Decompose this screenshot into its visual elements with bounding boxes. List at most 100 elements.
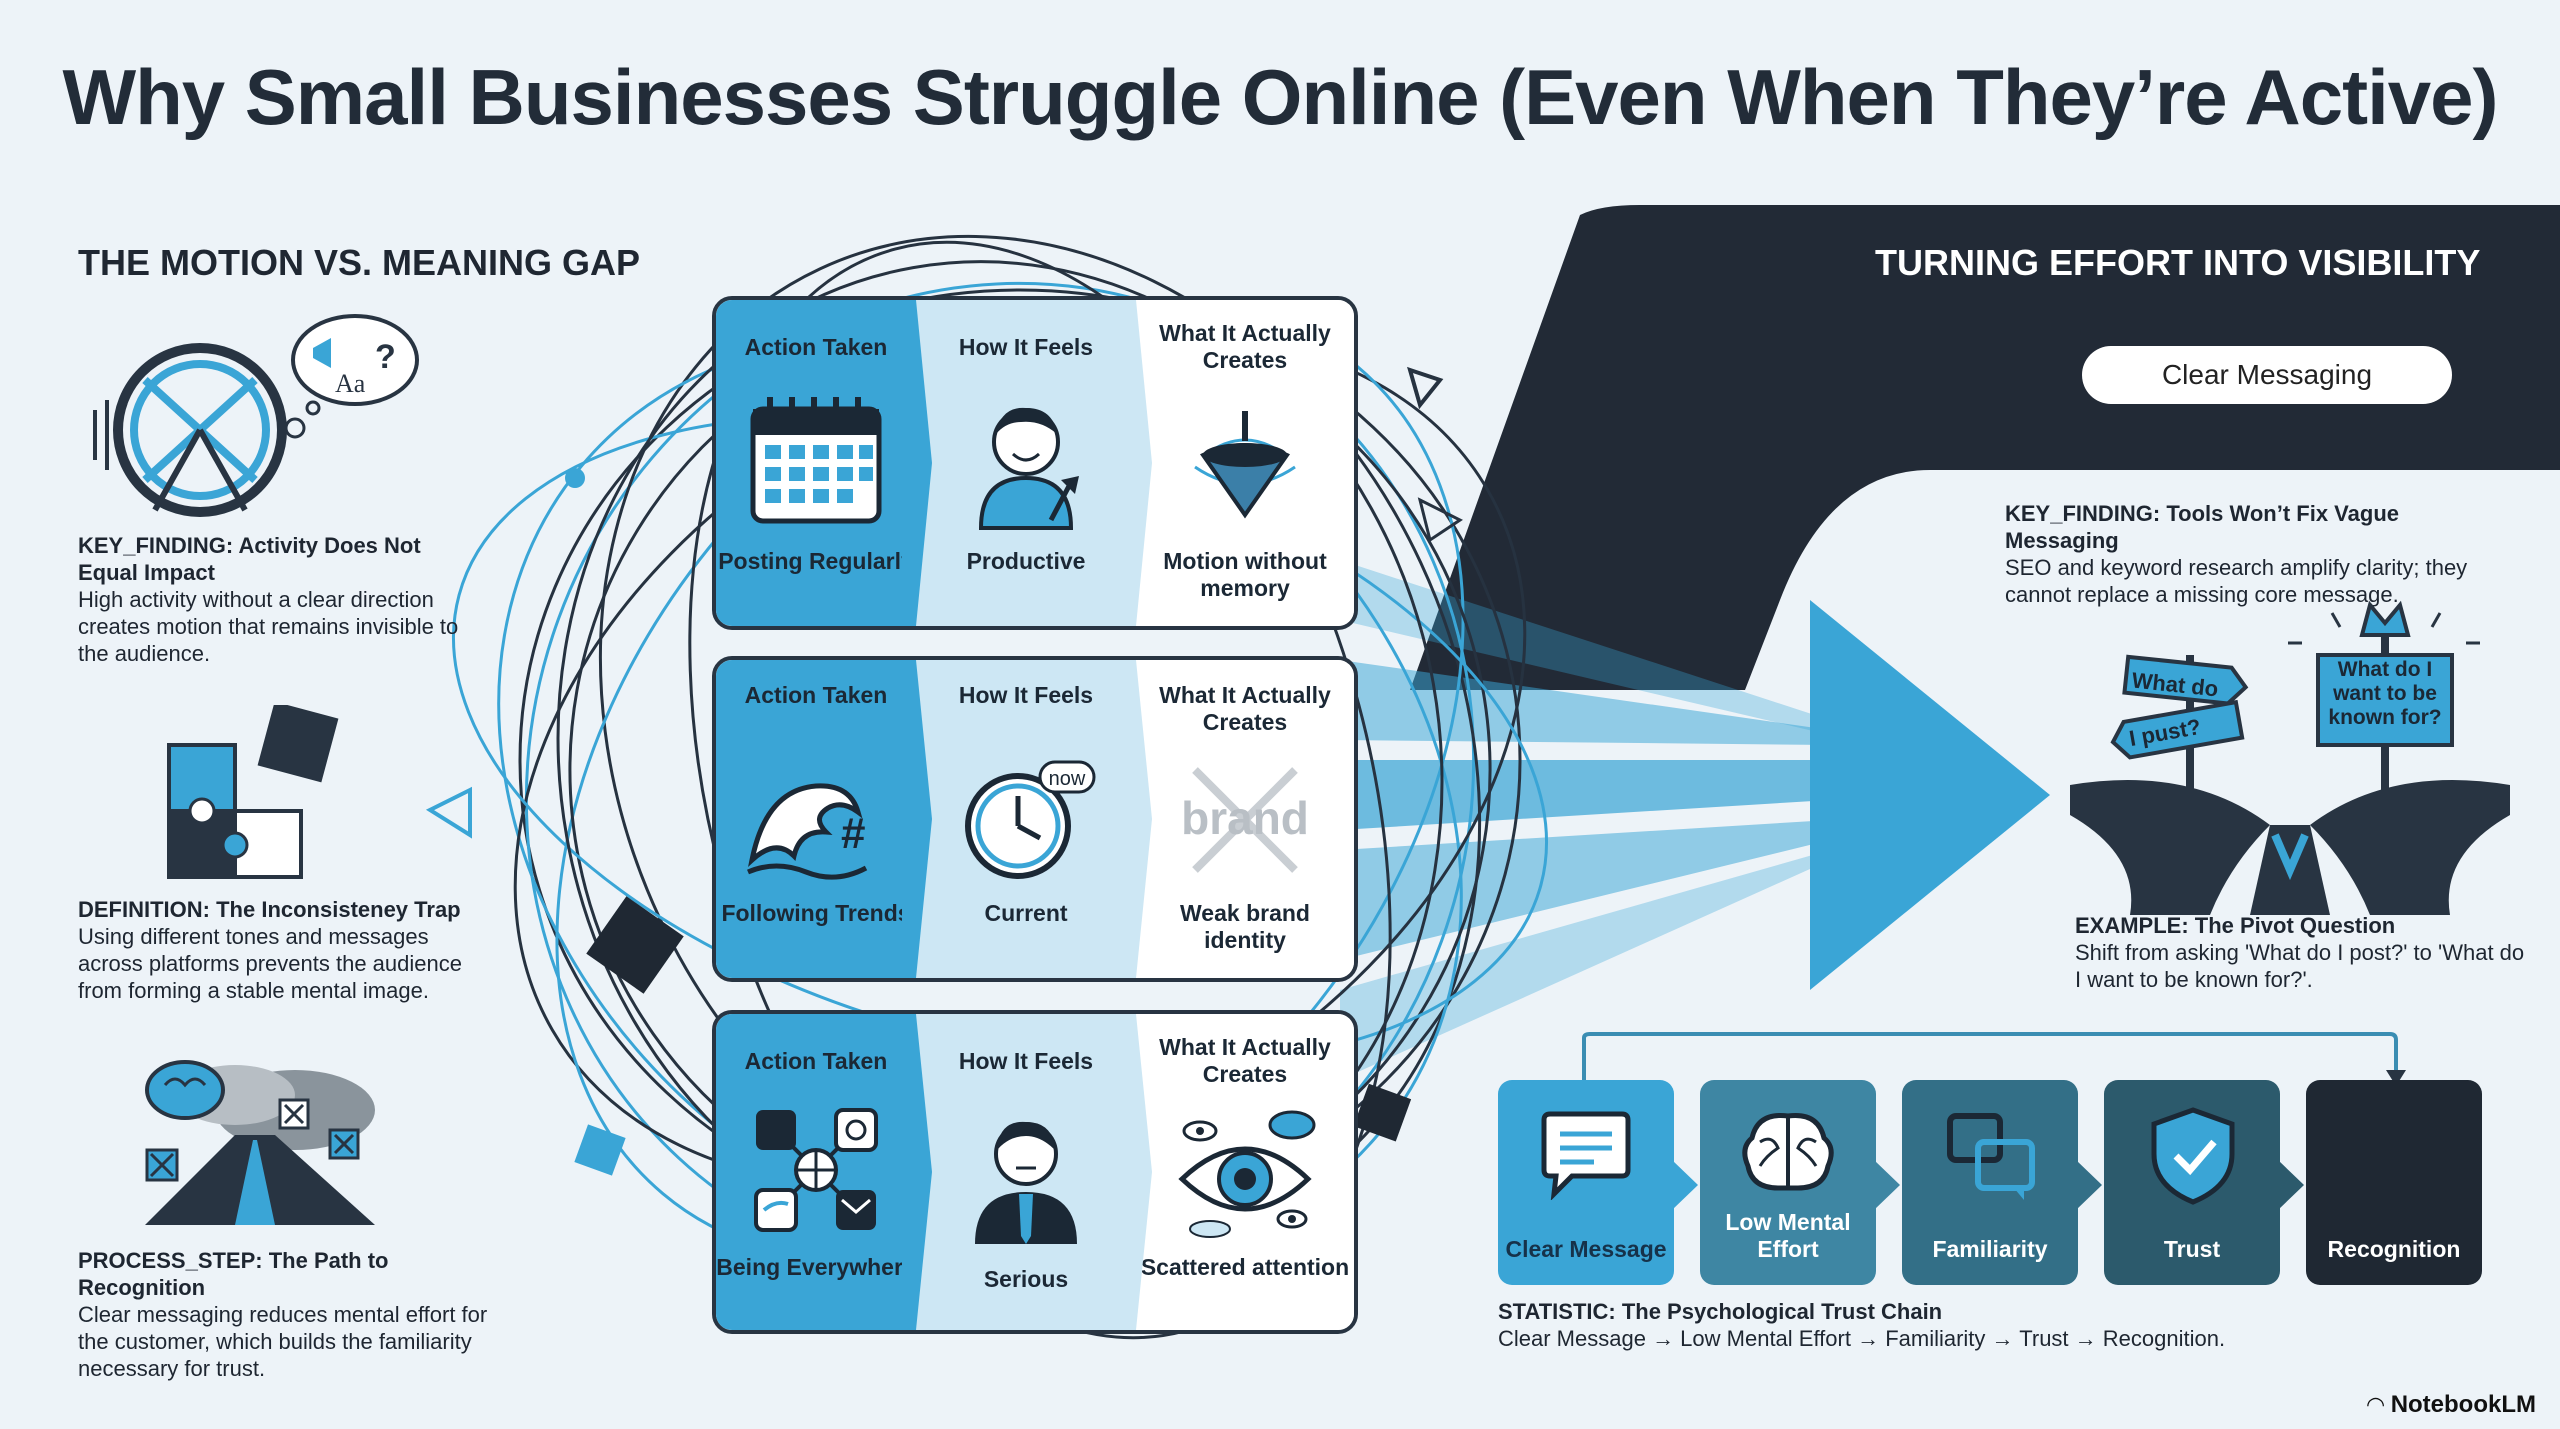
action-col: Action Taken Being Everywhere [716,1014,916,1330]
shield-check-icon [2151,1107,2235,1205]
wave-icon: # [747,783,868,880]
chevron-right-icon [2076,1160,2102,1210]
table-row: Action Taken # Following Trends How It F… [712,656,1358,982]
right-finding-text: SEO and keyword research amplify clarity… [2005,555,2468,607]
action-col: Action Taken Posting Regularly [716,300,916,626]
chevron-right-icon [902,300,932,626]
feel-col: How It Feels Serious [916,1014,1136,1330]
chain-step-recognition: Recognition [2306,1080,2482,1285]
row-3-header-action: Action Taken [744,1048,888,1074]
row-2-action: Following Trends [721,900,911,926]
row-2-feel: Current [984,900,1068,926]
signpost-icon [2070,600,2510,915]
creates-col: What It Actually Creates Motion without … [1136,300,1354,626]
creates-col: What It Actually Creates Scattered atten… [1136,1014,1354,1330]
chain-label-5: Recognition [2327,1236,2461,1262]
page-title: Why Small Businesses Struggle Online (Ev… [62,53,2498,141]
left-block-1-text: High activity without a clear direction … [78,587,459,666]
big-arrow-head [1810,600,2050,990]
chain-label-3: Familiarity [1932,1236,2048,1262]
chain-connector [1582,1032,2406,1088]
row-3-header-feel: How It Feels [958,1048,1094,1074]
row-1-action: Posting Regularly [718,548,914,574]
sign-right: What do I want to be known for? [2328,658,2442,729]
brain-path-icon [145,1060,375,1225]
dark-band-shape [1410,205,2560,690]
hamster-wheel-icon: Aa ? [93,314,419,517]
left-block-3-title: PROCESS_STEP: The Path to Recognition [78,1248,389,1300]
row-1-header-action: Action Taken [744,334,888,360]
left-block-1-title: KEY_FINDING: Activity Does Not Equal Imp… [78,533,421,585]
chevron-right-icon [902,660,932,978]
left-block-3-text: Clear messaging reduces mental effort fo… [78,1302,488,1381]
statistic-text: Clear Message → Low Mental Effort → Fami… [1498,1326,2226,1351]
chain-step-familiarity: Familiarity [1902,1080,2078,1285]
row-1-creates: Motion without memory [1163,548,1327,601]
chain-label-2: Low Mental Effort [1725,1209,1851,1262]
brand-logo: ◠ NotebookLM [2367,1391,2536,1419]
row-1-header-feel: How It Feels [958,334,1094,360]
row-1-feel: Productive [966,548,1086,574]
svg-text:now: now [1049,768,1086,790]
right-finding: KEY_FINDING: Tools Won’t Fix Vague Messa… [2005,500,2505,608]
left-section-heading: THE MOTION VS. MEANING GAP [78,242,641,283]
table-row: Action Taken Posting Regularly How It Fe… [712,296,1358,630]
left-block-1: KEY_FINDING: Activity Does Not Equal Imp… [78,532,478,667]
overlap-chat-icon [1947,1113,2035,1200]
svg-text:#: # [841,809,865,858]
row-3-action: Being Everywhere [716,1254,916,1280]
row-3-creates: Scattered attention [1140,1254,1350,1280]
chain-step-clear-message: Clear Message [1498,1080,1674,1285]
svg-text:Aa: Aa [335,369,366,398]
svg-text:?: ? [375,338,396,376]
row-2-header-feel: How It Feels [958,682,1094,708]
social-network-icon [754,1108,878,1232]
left-block-3: PROCESS_STEP: The Path to Recognition Cl… [78,1247,508,1382]
action-col: Action Taken # Following Trends [716,660,916,978]
right-finding-title: KEY_FINDING: Tools Won’t Fix Vague Messa… [2005,501,2399,553]
row-2-creates: Weak brand identity [1180,900,1310,953]
statistic-block: STATISTIC: The Psychological Trust Chain… [1498,1298,2398,1352]
crossed-brand-icon: brand [1181,767,1309,873]
chevron-right-icon [902,1014,932,1330]
row-3-feel: Serious [983,1266,1069,1292]
chevron-right-icon [2278,1160,2304,1210]
left-block-2-text: Using different tones and messages acros… [78,924,462,1003]
example-text: Shift from asking 'What do I post?' to '… [2075,940,2525,992]
table-row: Action Taken Being Everywhere How It F [712,1010,1358,1334]
chain-label-1: Clear Message [1505,1236,1667,1262]
creates-col: What It Actually Creates brand Weak bran… [1136,660,1354,978]
left-block-2: DEFINITION: The Inconsisteney Trap Using… [78,896,498,1004]
happy-person-icon [978,407,1079,530]
calendar-icon [750,397,882,524]
chain-step-trust: Trust [2104,1080,2280,1285]
chevron-right-icon [1672,1160,1698,1210]
chevron-right-icon [1122,660,1152,978]
brain-icon [1742,1112,1834,1191]
chat-bubble-icon [1541,1111,1631,1200]
row-3-header-creates: What It Actually Creates [1159,1034,1331,1087]
chevron-right-icon [1122,1014,1152,1330]
clock-icon: now [965,760,1096,879]
chain-step-low-mental-effort: Low Mental Effort [1700,1080,1876,1285]
chevron-right-icon [1122,300,1152,626]
brand-label: NotebookLM [2390,1391,2536,1418]
row-1-header-creates: What It Actually Creates [1159,320,1331,373]
right-section-heading: TURNING EFFORT INTO VISIBILITY [1875,242,2481,283]
chain-label-4: Trust [2163,1236,2221,1262]
feel-col: How It Feels now Current [916,660,1136,978]
puzzle-icon [167,705,339,879]
eye-icon [1178,1110,1316,1238]
example-block: EXAMPLE: The Pivot Question Shift from a… [2075,912,2535,993]
row-2-header-action: Action Taken [744,682,888,708]
svg-text:brand: brand [1181,792,1309,844]
businessman-icon [975,1121,1077,1244]
row-2-header-creates: What It Actually Creates [1159,682,1331,735]
chevron-right-icon [1874,1160,1900,1210]
statistic-title: STATISTIC: The Psychological Trust Chain [1498,1299,1943,1324]
left-block-2-title: DEFINITION: The Inconsisteney Trap [78,897,461,922]
clear-messaging-pill: Clear Messaging [2082,346,2452,404]
feel-col: How It Feels Productive [916,300,1136,626]
